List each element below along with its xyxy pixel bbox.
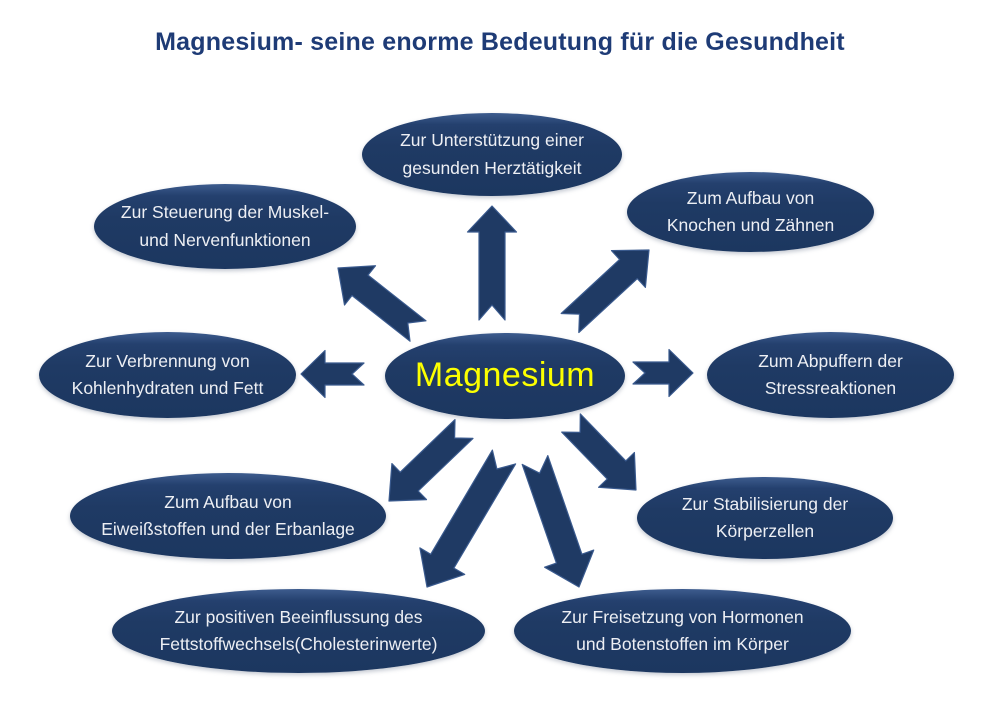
- arrow-to-verbrennung: [300, 349, 365, 399]
- node-herz: Zur Unterstützung einer gesunden Herztät…: [362, 113, 622, 196]
- node-stress: Zum Abpuffern der Stressreaktionen: [707, 332, 954, 418]
- node-fettstoff: Zur positiven Beeinflussung des Fettstof…: [112, 589, 485, 673]
- node-magnesium-center: Magnesium: [385, 333, 625, 419]
- arrow-to-koerperzellen: [561, 413, 637, 491]
- node-eiweiss: Zum Aufbau von Eiweißstoffen und der Erb…: [70, 473, 386, 559]
- arrow-to-herz: [466, 205, 518, 321]
- arrow-to-hormone: [521, 455, 595, 588]
- arrow-to-fettstoff: [419, 449, 517, 588]
- page-title: Magnesium- seine enorme Bedeutung für di…: [155, 28, 845, 56]
- node-knochen: Zum Aufbau von Knochen und Zähnen: [627, 172, 874, 252]
- node-muskel: Zur Steuerung der Muskel- und Nervenfunk…: [94, 184, 356, 269]
- arrow-to-eiweiss: [388, 419, 474, 502]
- arrow-to-muskel: [337, 265, 427, 342]
- node-verbrennung: Zur Verbrennung von Kohlenhydraten und F…: [39, 332, 296, 418]
- arrow-to-stress: [632, 348, 694, 398]
- arrow-to-knochen: [560, 249, 650, 334]
- node-koerperzellen: Zur Stabilisierung der Körperzellen: [637, 477, 893, 559]
- node-hormone: Zur Freisetzung von Hormonen und Botenst…: [514, 589, 851, 673]
